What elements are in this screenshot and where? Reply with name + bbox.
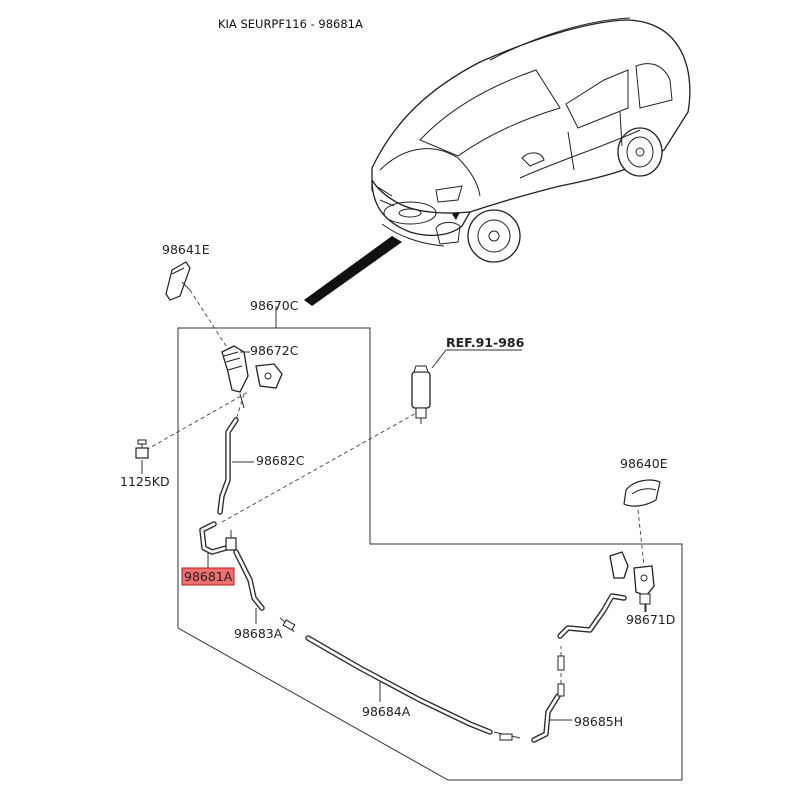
dashed-leader-ref — [221, 411, 419, 523]
hose-98683A — [233, 549, 265, 611]
hose-98684A — [305, 635, 493, 735]
part-label-98682C[interactable]: 98682C — [256, 453, 305, 468]
nozzle-cap-98641E — [165, 261, 191, 301]
dashed-leader-98640E — [637, 509, 645, 567]
washer-pump-ref — [411, 365, 431, 424]
part-label-98670C[interactable]: 98670C — [250, 298, 299, 313]
assembly-outline — [177, 327, 683, 781]
reference-label[interactable]: REF.91-986 — [446, 335, 525, 350]
part-label-98640E[interactable]: 98640E — [620, 456, 668, 471]
hose-98685H — [531, 693, 561, 743]
vehicle-illustration — [371, 17, 691, 263]
dashed-leader-1125KD — [145, 391, 249, 451]
part-label-98684A[interactable]: 98684A — [362, 704, 411, 719]
callout-pointer-icon — [304, 236, 402, 306]
hose-98681A — [199, 521, 237, 555]
part-label-98641E[interactable]: 98641E — [162, 242, 210, 257]
nozzle-98672C — [221, 345, 283, 409]
washer-nozzle-marker-icon — [452, 212, 460, 220]
part-label-1125KD[interactable]: 1125KD — [120, 474, 170, 489]
part-label-98681A[interactable]: 98681A — [184, 569, 233, 584]
dashed-leader-98641E — [189, 289, 227, 347]
nozzle-cap-98640E — [623, 479, 661, 507]
part-label-98683A[interactable]: 98683A — [234, 626, 283, 641]
nozzle-98671D — [609, 551, 655, 612]
diagram-title: KIA SEURPF116 - 98681A — [218, 17, 363, 31]
bolt-1125KD — [135, 439, 149, 474]
part-label-98685H[interactable]: 98685H — [574, 714, 623, 729]
hose-98682C — [217, 417, 239, 515]
part-label-98671D[interactable]: 98671D — [626, 612, 675, 627]
ref-leader — [431, 349, 447, 369]
part-label-98672C[interactable]: 98672C — [250, 343, 299, 358]
hose-right — [557, 593, 627, 639]
